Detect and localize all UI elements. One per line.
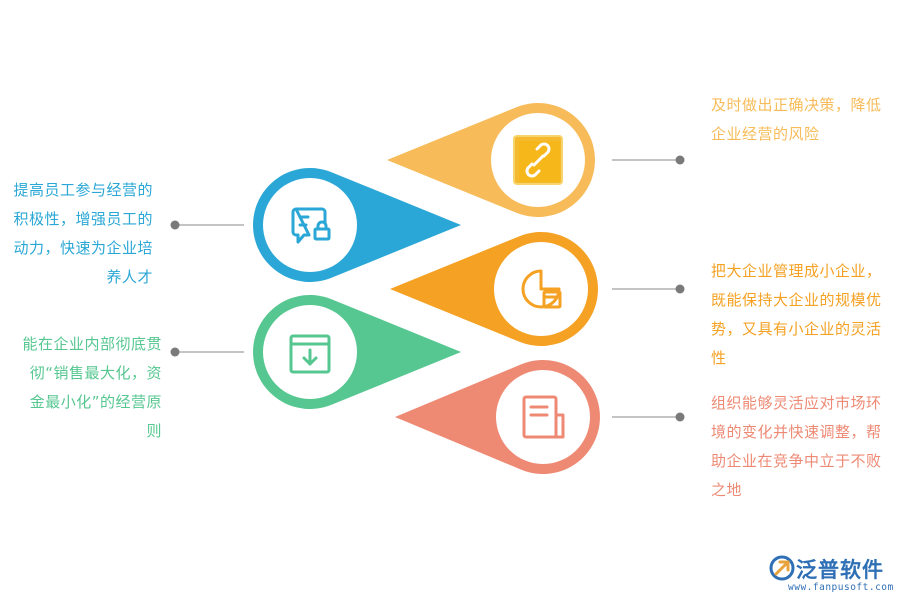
link-icon	[513, 135, 563, 185]
circle-staff	[263, 178, 357, 272]
text-line: 之地	[711, 481, 743, 499]
connector-dot-small	[675, 284, 685, 294]
logo-url: www.fanpusoft.com	[788, 582, 894, 593]
text-line: 提高员工参与经营的	[13, 181, 153, 199]
download-box-icon	[289, 334, 331, 374]
item-text-small: 把大企业管理成小企业， 既能保持大企业的规模优 势，又具有小企业的灵活 性	[711, 257, 900, 373]
text-line: 境的变化并快速调整，帮	[711, 423, 882, 441]
text-line: 养人才	[106, 268, 153, 286]
text-line: 动力，快速为企业培	[13, 239, 153, 257]
text-line: 把大企业管理成小企业，	[711, 262, 882, 280]
text-line: 彻“销售最大化，资	[29, 364, 162, 382]
text-line: 金最小化”的经营原	[29, 393, 162, 411]
logo-mark-icon	[769, 555, 795, 581]
connector-dot-staff	[170, 220, 180, 230]
item-text-flex: 组织能够灵活应对市场环 境的变化并快速调整，帮 助企业在竞争中立于不败 之地	[711, 389, 900, 505]
item-text-staff: 提高员工参与经营的 积极性，增强员工的 动力，快速为企业培 养人才	[0, 176, 153, 292]
item-text-profit: 能在企业内部彻底贯 彻“销售最大化，资 金最小化”的经营原 则	[0, 330, 162, 446]
document-icon	[522, 395, 565, 439]
text-line: 助企业在竞争中立于不败	[711, 452, 882, 470]
text-line: 组织能够灵活应对市场环	[711, 394, 882, 412]
text-line: 及时做出正确决策，降低	[711, 96, 882, 114]
circle-flex	[496, 370, 590, 464]
logo-name: 泛普软件	[796, 558, 884, 582]
connector-dot-risk	[675, 155, 685, 165]
text-line: 性	[711, 349, 727, 367]
item-text-risk: 及时做出正确决策，降低 企业经营的风险	[711, 91, 900, 149]
connector-dot-flex	[675, 412, 685, 422]
text-line: 则	[146, 422, 162, 440]
text-line: 能在企业内部彻底贯	[22, 335, 162, 353]
connector-dot-profit	[170, 347, 180, 357]
text-line: 既能保持大企业的规模优	[711, 291, 882, 309]
text-line: 企业经营的风险	[711, 125, 820, 143]
chart-window-icon	[521, 269, 562, 309]
message-lock-icon	[291, 207, 331, 244]
text-line: 积极性，增强员工的	[13, 210, 153, 228]
brand-logo: 泛普软件 www.fanpusoft.com	[768, 554, 893, 596]
text-line: 势，又具有小企业的灵活	[711, 320, 882, 338]
